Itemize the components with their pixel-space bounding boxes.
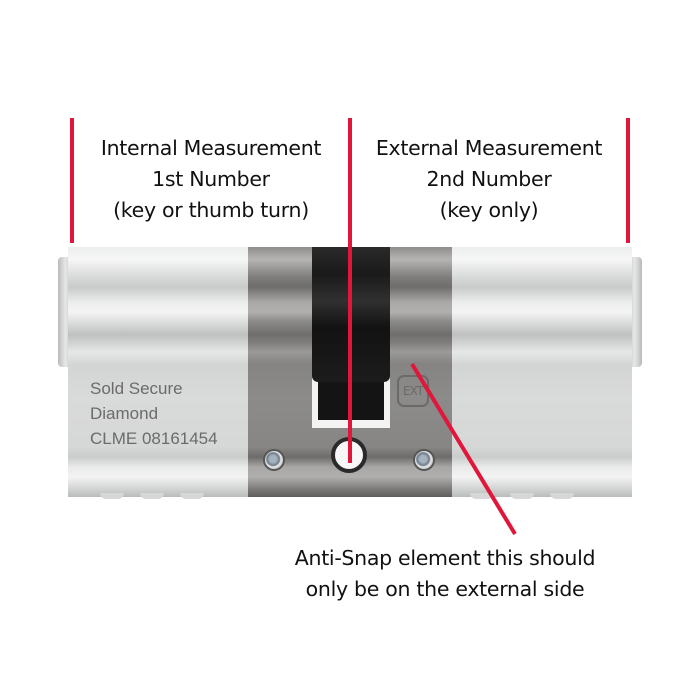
center-divider-line xyxy=(348,118,352,463)
anti-snap-label-line-2: only be on the external side xyxy=(305,577,585,601)
internal-label-line-1: Internal Measurement xyxy=(100,136,322,160)
screw-right-icon xyxy=(413,449,435,471)
pin-bump xyxy=(470,493,494,499)
stamp-line-2: Diamond xyxy=(90,404,159,423)
pin-bump xyxy=(550,493,574,499)
pin-bump xyxy=(140,493,164,499)
stamp-line-3: CLME 08161454 xyxy=(90,429,218,448)
anti-snap-label: Anti-Snap element this should only be on… xyxy=(260,543,630,605)
cylinder-internal-side xyxy=(68,247,248,497)
external-label-line-3: (key only) xyxy=(439,198,539,222)
anti-snap-label-line-1: Anti-Snap element this should xyxy=(294,546,596,570)
ext-badge-text: EXT xyxy=(403,384,424,398)
pin-bump xyxy=(180,493,204,499)
external-measurement-label: External Measurement 2nd Number (key onl… xyxy=(354,133,624,226)
internal-label-line-3: (key or thumb turn) xyxy=(113,198,309,222)
screw-left-icon xyxy=(263,449,285,471)
external-label-line-1: External Measurement xyxy=(375,136,603,160)
pin-bump xyxy=(510,493,534,499)
external-label-line-2: 2nd Number xyxy=(426,167,552,191)
cylinder-right-end-cap xyxy=(630,257,642,367)
ext-badge-icon: EXT xyxy=(397,375,429,407)
internal-label-line-2: 1st Number xyxy=(152,167,270,191)
internal-left-boundary-line xyxy=(70,118,74,243)
stamp-line-1: Sold Secure xyxy=(90,379,183,398)
pin-bump xyxy=(100,493,124,499)
external-right-boundary-line xyxy=(626,118,630,243)
cylinder-left-end-cap xyxy=(58,257,70,367)
internal-measurement-label: Internal Measurement 1st Number (key or … xyxy=(76,133,346,226)
cylinder-certification-stamp: Sold Secure Diamond CLME 08161454 xyxy=(90,376,218,451)
cylinder-external-side xyxy=(452,247,632,497)
